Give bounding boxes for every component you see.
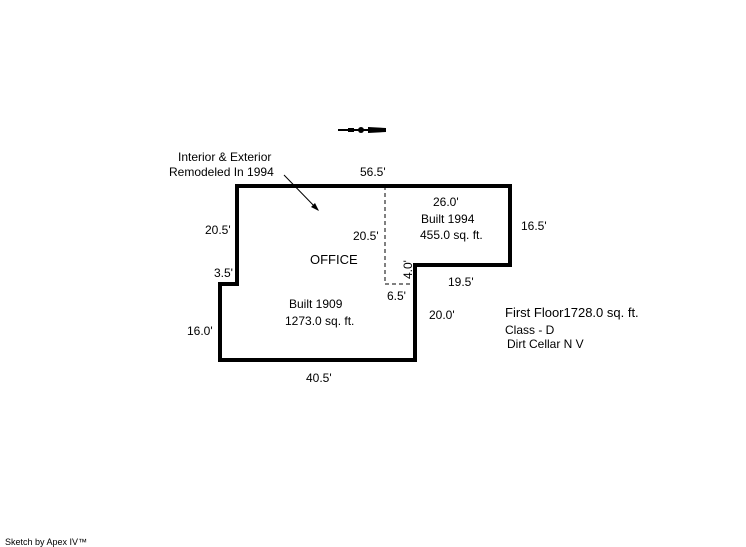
building-outline — [218, 184, 512, 362]
dim-bottom: 40.5' — [306, 371, 332, 385]
compass-icon — [338, 127, 386, 133]
dim-top: 56.5' — [360, 165, 386, 179]
main-area: 1273.0 sq. ft. — [285, 314, 355, 328]
main-built-year: Built 1909 — [289, 297, 343, 311]
annotation-arrow — [283, 174, 319, 211]
dim-left-lower: 16.0' — [187, 324, 213, 338]
dim-addition-right: 16.5' — [521, 219, 547, 233]
dim-addition-bottom: 19.5' — [448, 275, 474, 289]
dim-left-upper: 20.5' — [205, 223, 231, 237]
dim-step-vertical: 4.0' — [401, 260, 415, 279]
dim-right-lower: 20.0' — [429, 308, 455, 322]
dim-left-notch: 3.5' — [214, 266, 233, 280]
dim-addition-top: 26.0' — [433, 195, 459, 209]
addition-area: 455.0 sq. ft. — [420, 228, 483, 242]
cellar-info: Dirt Cellar N V — [507, 337, 584, 351]
annotation-line2: Remodeled In 1994 — [169, 165, 274, 179]
addition-built-year: Built 1994 — [421, 212, 475, 226]
sketch-credit: Sketch by Apex IV™ — [5, 537, 88, 547]
dim-inner-divider: 20.5' — [353, 229, 379, 243]
addition-divider — [384, 186, 415, 285]
annotation-line1: Interior & Exterior — [178, 150, 272, 164]
floor-summary: First Floor1728.0 sq. ft. — [505, 305, 639, 320]
room-label-office: OFFICE — [310, 252, 358, 267]
dim-step-horizontal: 6.5' — [387, 289, 406, 303]
building-class: Class - D — [505, 323, 555, 337]
